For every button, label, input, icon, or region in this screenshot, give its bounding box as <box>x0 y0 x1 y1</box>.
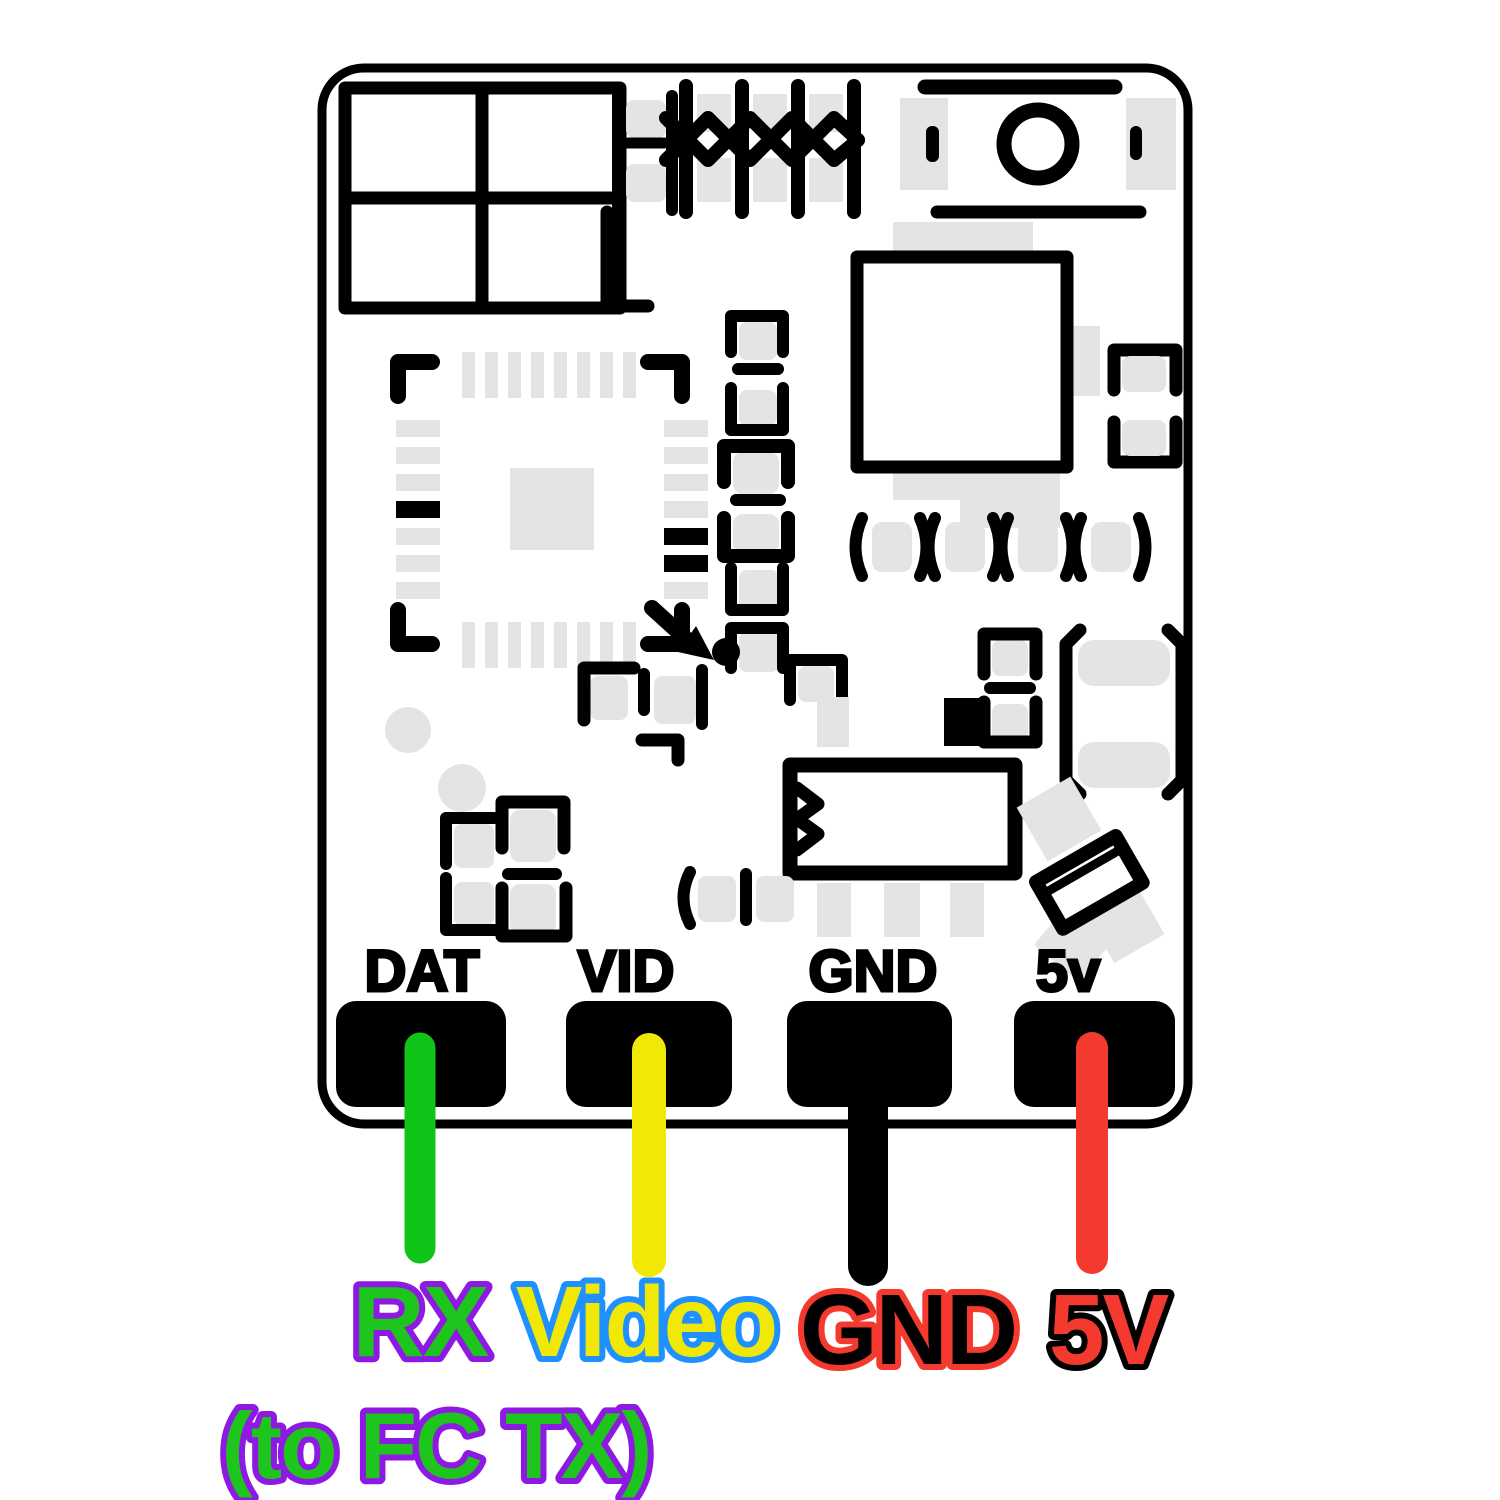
passive-column <box>717 310 848 706</box>
mounting-hole <box>996 102 1080 186</box>
thermal-pad <box>510 468 594 550</box>
pin1-mark <box>396 501 440 518</box>
capacitor-row <box>849 512 1152 582</box>
pin1-dot <box>712 638 740 666</box>
via <box>438 764 486 812</box>
video-caption: Video <box>516 1266 776 1378</box>
mounting-hole-area <box>900 98 1176 219</box>
pin-header <box>659 79 865 219</box>
5v-caption: 5V <box>1049 1274 1170 1386</box>
via <box>385 707 431 753</box>
mid-lower-components <box>817 627 1043 749</box>
vid-area-component <box>577 661 708 767</box>
qfn-ic-footprint <box>390 352 708 668</box>
bottom-left-cluster <box>385 707 573 943</box>
trace-l <box>600 205 655 313</box>
right-edge-footprints <box>1107 343 1183 469</box>
pin1-arrow <box>644 600 740 666</box>
tilted-component <box>1016 776 1165 982</box>
rx-note-caption: (to FC TX) <box>222 1393 651 1498</box>
crystal-component <box>782 757 1023 881</box>
dat-label: DAT <box>365 939 480 1004</box>
gnd-pad <box>787 1001 952 1107</box>
wires <box>404 1032 1108 1286</box>
vid-label: VID <box>578 939 675 1004</box>
shield-frame-module <box>338 81 627 315</box>
rx-caption: RX <box>353 1266 489 1378</box>
gnd-caption: GND <box>800 1274 1016 1386</box>
gnd-label: GND <box>809 939 938 1004</box>
main-ic <box>850 222 1100 528</box>
5v-label: 5v <box>1036 939 1101 1004</box>
gnd-area-pads <box>677 866 984 937</box>
